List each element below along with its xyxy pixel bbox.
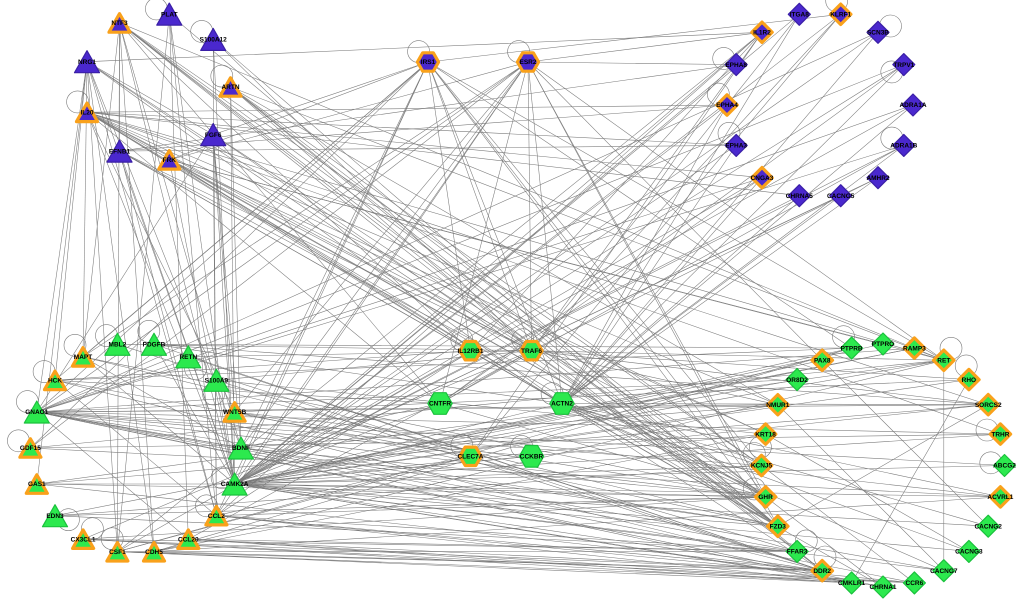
svg-text:IL20: IL20 [80,110,93,117]
svg-text:ADRA1A: ADRA1A [899,102,926,109]
svg-text:TRHR: TRHR [991,431,1009,438]
svg-text:KRT18: KRT18 [755,431,776,438]
svg-text:CHRNA5: CHRNA5 [786,193,813,200]
svg-text:PAX8: PAX8 [814,358,831,365]
svg-text:PLAT: PLAT [161,11,178,18]
svg-text:GNAO1: GNAO1 [25,409,49,416]
svg-text:ADRA1B: ADRA1B [890,143,917,150]
svg-text:S100A9: S100A9 [205,378,229,385]
svg-text:IL12RB1: IL12RB1 [457,348,483,355]
svg-text:FZD3: FZD3 [770,524,787,531]
svg-text:CCKBR: CCKBR [520,454,544,461]
svg-text:RET: RET [937,358,950,365]
svg-text:ABCG2: ABCG2 [993,463,1016,470]
svg-text:IRS1: IRS1 [421,59,436,66]
svg-text:EPHA3: EPHA3 [725,143,747,150]
svg-text:ITGA8: ITGA8 [790,12,810,19]
svg-text:OR8D2: OR8D2 [786,377,808,384]
svg-text:PTPRB: PTPRB [841,345,863,352]
svg-text:IL1R2: IL1R2 [753,30,771,37]
svg-text:GAS1: GAS1 [28,481,46,488]
svg-text:NRG1: NRG1 [78,59,96,66]
svg-text:AMHR2: AMHR2 [866,175,889,182]
svg-text:SORCS2: SORCS2 [975,402,1002,409]
svg-text:KCNJ5: KCNJ5 [751,463,773,470]
svg-text:EDN3: EDN3 [46,513,64,520]
svg-text:CCR6: CCR6 [906,580,924,587]
svg-text:WNT5B: WNT5B [223,409,246,416]
svg-text:CMKLR1: CMKLR1 [838,580,865,587]
svg-text:DDR2: DDR2 [813,568,831,575]
svg-text:CLEC7A: CLEC7A [457,454,483,461]
svg-text:PTPRO: PTPRO [872,341,894,348]
svg-text:CNGA3: CNGA3 [751,175,774,182]
svg-text:NMUR1: NMUR1 [766,402,789,409]
svg-text:PDGFB: PDGFB [143,342,166,349]
svg-text:CCL20: CCL20 [178,536,199,543]
svg-text:CCL2: CCL2 [208,513,225,520]
svg-text:EPHA8: EPHA8 [725,62,747,69]
svg-text:CACNG3: CACNG3 [955,549,983,556]
svg-text:GDF15: GDF15 [20,445,41,452]
svg-text:MBL2: MBL2 [109,342,127,349]
svg-text:GHR: GHR [758,494,773,501]
svg-text:FRK: FRK [163,157,177,164]
svg-text:CAMK2A: CAMK2A [221,481,249,488]
svg-text:FFAR3: FFAR3 [787,549,808,556]
svg-text:CNTFR: CNTFR [429,401,451,408]
svg-text:SCN3B: SCN3B [867,30,889,37]
svg-text:CACNG5: CACNG5 [827,193,855,200]
svg-text:ARTN: ARTN [221,84,239,91]
svg-text:RAMP3: RAMP3 [903,345,926,352]
svg-text:ACTN2: ACTN2 [551,401,573,408]
svg-text:MAPT: MAPT [74,354,92,361]
svg-text:RETN: RETN [179,354,197,361]
svg-text:TRPV1: TRPV1 [893,62,914,69]
svg-text:HCK: HCK [48,378,62,385]
svg-text:TRAF6: TRAF6 [521,348,542,355]
svg-text:ACVRL1: ACVRL1 [987,494,1013,501]
svg-text:KLRF1: KLRF1 [830,12,851,19]
svg-text:CSF1: CSF1 [109,549,126,556]
svg-text:CX3CL1: CX3CL1 [71,536,96,543]
svg-text:CACNG7: CACNG7 [930,568,958,575]
svg-text:RHO: RHO [962,377,976,384]
svg-text:FGF6: FGF6 [205,132,222,139]
svg-text:EPHA4: EPHA4 [716,102,738,109]
svg-text:CACNG2: CACNG2 [974,524,1002,531]
svg-text:S100A12: S100A12 [200,37,227,44]
svg-text:NTF3: NTF3 [111,20,128,27]
svg-text:CHRNA1: CHRNA1 [869,584,896,591]
svg-text:ESR2: ESR2 [520,59,537,66]
svg-text:CDH5: CDH5 [145,549,163,556]
svg-text:BDNF: BDNF [232,445,250,452]
svg-text:EFNB1: EFNB1 [109,148,131,155]
